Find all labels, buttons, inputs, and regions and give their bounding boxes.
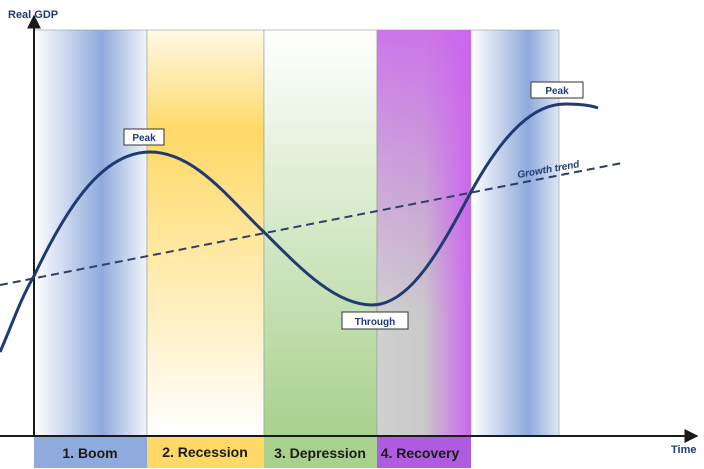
x-axis-label: Time: [671, 444, 696, 456]
phase-depression: 3. Depression: [264, 437, 377, 468]
svg-text:Peak: Peak: [132, 133, 156, 144]
svg-text:4. Recovery: 4. Recovery: [381, 445, 460, 461]
band-recovery-highlight: [377, 30, 471, 436]
svg-text:Peak: Peak: [545, 86, 569, 97]
business-cycle-curve: [0, 102, 599, 353]
peak-label-1: Peak: [123, 128, 165, 146]
band-recession: [146, 29, 265, 437]
band-depression: [263, 29, 378, 437]
phase-recovery: 4. Recovery: [377, 437, 471, 468]
growth-trend-line: [0, 162, 623, 286]
peak-label-2: Peak: [530, 81, 584, 99]
trough-label: Through: [341, 311, 409, 330]
svg-text:1. Boom: 1. Boom: [62, 445, 117, 461]
y-axis-label: Real GDP: [8, 9, 58, 21]
svg-text:2. Recession: 2. Recession: [162, 444, 248, 460]
phase-boom: 1. Boom: [34, 437, 147, 468]
band-boom: [33, 29, 148, 437]
svg-text:3. Depression: 3. Depression: [274, 445, 366, 461]
svg-text:Through: Through: [355, 317, 396, 328]
phase-recession: 2. Recession: [147, 437, 264, 468]
